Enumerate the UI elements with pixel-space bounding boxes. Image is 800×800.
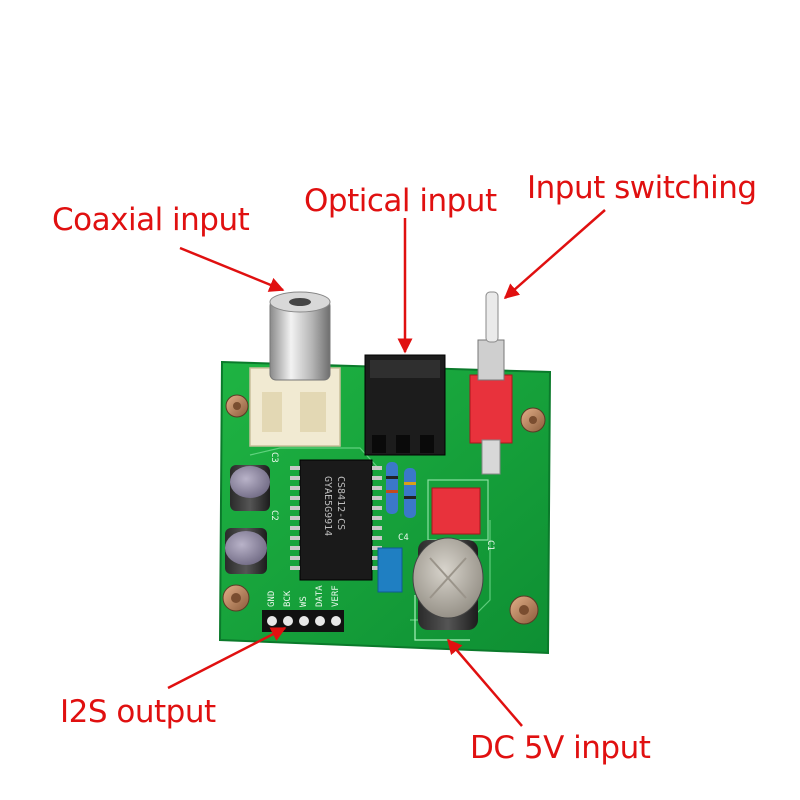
resistor-1 (386, 462, 398, 514)
red-jumper (431, 487, 481, 535)
capacitor-c1 (412, 537, 484, 630)
pin-label-gnd: GND (267, 591, 277, 607)
mounting-screw-tl (225, 394, 249, 418)
resistor-2 (404, 468, 416, 518)
arrow-coaxial (179, 246, 285, 292)
capacitor-c4 (377, 547, 403, 593)
pin-label-data: DATA (315, 585, 325, 607)
capacitor-c2 (225, 528, 267, 574)
label-dc-input: DC 5V input (470, 730, 651, 766)
dac-chip: CS8412-CS GYAE5G9914 (290, 459, 382, 581)
arrow-dc (447, 638, 523, 727)
pin-label-ws: WS (299, 596, 309, 607)
designator-c2: C2 (269, 510, 279, 521)
label-i2s-output: I2S output (60, 694, 216, 730)
label-coaxial-input: Coaxial input (52, 202, 250, 238)
chip-marking-2: GYAE5G9914 (322, 476, 333, 536)
capacitor-c3 (230, 465, 270, 511)
label-input-switching: Input switching (527, 170, 757, 206)
coaxial-jack (249, 291, 341, 447)
input-switch (469, 291, 513, 475)
designator-c1: C1 (485, 540, 495, 551)
i2s-header: GND BCK WS DATA VERF (262, 585, 344, 632)
pin-label-bck: BCK (283, 590, 293, 607)
arrow-i2s (167, 626, 287, 690)
designator-c4: C4 (398, 533, 409, 543)
designator-c3: C3 (269, 452, 279, 463)
annotation-arrows (167, 209, 606, 727)
label-optical-input: Optical input (304, 183, 497, 219)
mounting-screw-bl (222, 584, 250, 612)
mounting-screw-tr (520, 407, 546, 433)
pin-label-verf: VERF (331, 585, 341, 607)
mounting-screw-br (509, 595, 539, 625)
chip-marking-1: CS8412-CS (335, 476, 346, 530)
arrow-switching (503, 209, 606, 299)
optical-connector (364, 354, 446, 456)
